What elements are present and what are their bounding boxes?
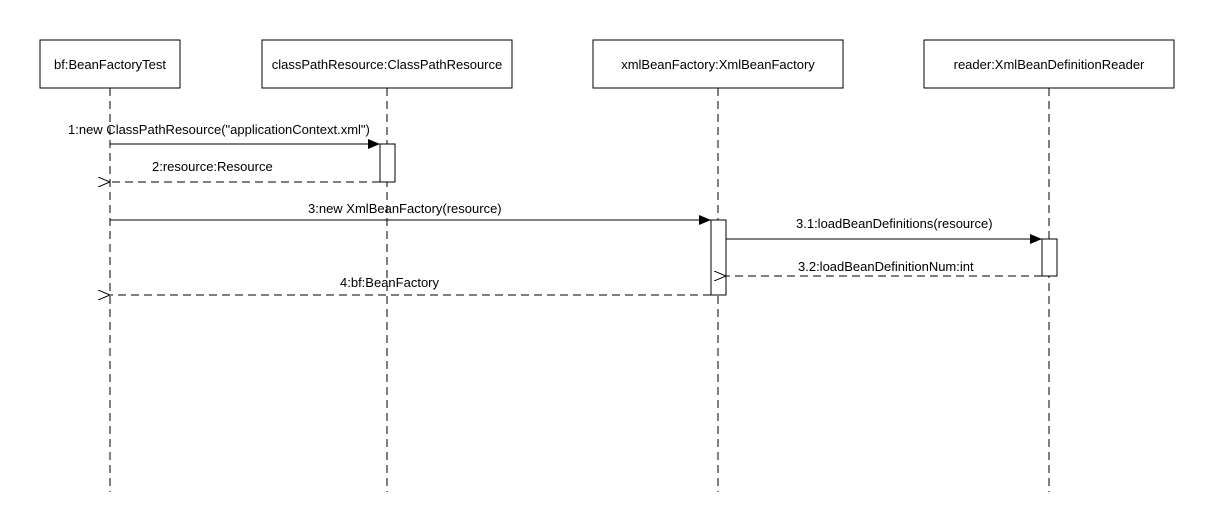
- message-4-label: 4:bf:BeanFactory: [340, 275, 439, 290]
- message-3: 3:new XmlBeanFactory(resource): [110, 201, 711, 225]
- participant-classpathresource: classPathResource:ClassPathResource: [261, 39, 513, 89]
- participant-bf: bf:BeanFactoryTest: [39, 39, 181, 89]
- activation-reader: [1041, 238, 1058, 277]
- participant-reader-label: reader:XmlBeanDefinitionReader: [954, 57, 1145, 72]
- activation-xmlbeanfactory: [710, 219, 727, 296]
- message-3-2-label: 3.2:loadBeanDefinitionNum:int: [798, 259, 974, 274]
- activation-classpathresource: [379, 143, 396, 183]
- participant-bf-label: bf:BeanFactoryTest: [54, 57, 166, 72]
- message-3-1: 3.1:loadBeanDefinitions(resource): [726, 216, 1042, 244]
- message-4: 4:bf:BeanFactory: [110, 275, 711, 295]
- participant-classpathresource-label: classPathResource:ClassPathResource: [272, 57, 503, 72]
- message-1-label: 1:new ClassPathResource("applicationCont…: [68, 122, 370, 137]
- message-2-label: 2:resource:Resource: [152, 159, 273, 174]
- message-2: 2:resource:Resource: [110, 159, 380, 182]
- message-3-label: 3:new XmlBeanFactory(resource): [308, 201, 502, 216]
- participant-xmlbeanfactory-label: xmlBeanFactory:XmlBeanFactory: [621, 57, 815, 72]
- message-1: 1:new ClassPathResource("applicationCont…: [68, 122, 380, 149]
- participant-xmlbeanfactory: xmlBeanFactory:XmlBeanFactory: [592, 39, 844, 89]
- message-3-1-label: 3.1:loadBeanDefinitions(resource): [796, 216, 993, 231]
- message-3-2: 3.2:loadBeanDefinitionNum:int: [726, 259, 1042, 276]
- participant-reader: reader:XmlBeanDefinitionReader: [923, 39, 1175, 89]
